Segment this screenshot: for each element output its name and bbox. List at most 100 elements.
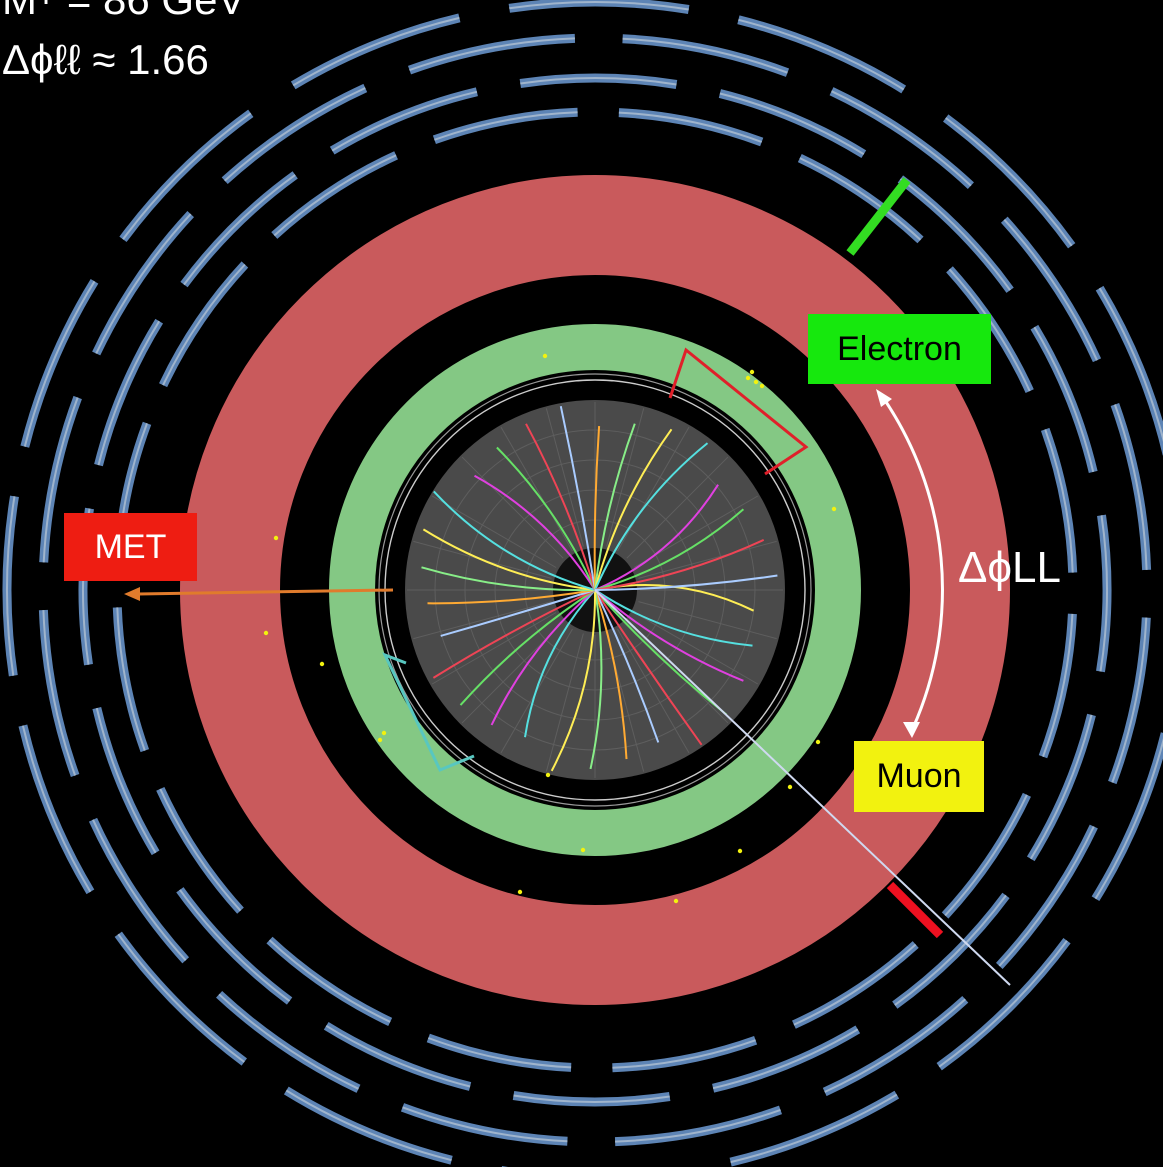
- charged-track: [474, 474, 596, 591]
- muon-chamber-segment-core: [162, 263, 246, 386]
- muon-chamber-segment-core: [622, 37, 788, 74]
- muon-chamber-segment-core: [95, 707, 157, 854]
- muon-chamber-segment-core: [21, 725, 92, 893]
- muon-chamber-segment-core: [938, 940, 1068, 1068]
- grid-spoke: [545, 408, 584, 547]
- delta-phi-label: ΔϕLL: [958, 543, 1061, 592]
- muon-chamber-segment-core: [1113, 404, 1148, 570]
- muon-chamber-segment-core: [285, 1089, 452, 1162]
- muon-chamber-segment-core: [1044, 429, 1074, 573]
- muon-chamber-segment-core: [894, 894, 1007, 1006]
- charged-track: [594, 589, 728, 716]
- energy-deposit: [545, 772, 551, 778]
- charged-track: [594, 428, 673, 591]
- charged-track: [459, 589, 596, 706]
- charged-track: [422, 528, 596, 591]
- grid-spoke: [617, 426, 690, 552]
- charged-track: [490, 589, 596, 726]
- muon-chamber-segment-core: [513, 1094, 670, 1103]
- muon-chamber-segment-core: [427, 1037, 572, 1069]
- muon-chamber-segment-core: [268, 939, 391, 1023]
- muon-chamber-segment-core: [325, 1024, 471, 1088]
- muon-chamber-segment-core: [331, 90, 478, 152]
- muon-tag: Muon: [854, 741, 984, 812]
- muon-chamber-segment-core: [793, 943, 917, 1026]
- muon-chamber-segment-core: [615, 1108, 781, 1143]
- muon-chamber-segment-core: [618, 111, 763, 143]
- muon-chamber-segment-core: [824, 998, 966, 1093]
- charged-track: [427, 589, 596, 605]
- muon-chamber-segment-core: [730, 1093, 898, 1164]
- muon-chamber-segment-core: [23, 280, 96, 447]
- charged-track: [594, 423, 636, 591]
- energy-deposit: [831, 506, 837, 512]
- muon-chamber-segment-core: [1111, 617, 1148, 783]
- muon-chamber-segment-core: [42, 610, 77, 776]
- charged-track: [559, 405, 596, 591]
- muon-cluster-outline: [382, 652, 475, 772]
- electron-tag: Electron: [808, 314, 991, 384]
- grid-spoke: [638, 540, 777, 579]
- charged-track: [525, 423, 596, 591]
- muon-chamber-segment-core: [116, 607, 146, 751]
- energy-deposit: [273, 535, 279, 541]
- muon-chamber-segment-core: [42, 397, 79, 563]
- charged-track: [594, 589, 744, 682]
- muon-chamber-segment-core: [218, 993, 359, 1090]
- energy-deposit: [759, 383, 765, 389]
- charged-track: [421, 566, 596, 592]
- charged-track: [594, 589, 753, 647]
- charged-track: [440, 589, 596, 637]
- muon-chamber-hit: [886, 881, 944, 939]
- muon-chamber-segment-core: [831, 90, 972, 187]
- grid-spoke: [638, 601, 777, 640]
- grid-spoke: [461, 456, 564, 559]
- muon-chamber-segment-core: [945, 117, 1073, 247]
- charged-track: [594, 538, 765, 591]
- muon-chamber-segment-core: [509, 1, 689, 11]
- muon-chamber-segment-core: [95, 213, 192, 354]
- energy-deposit: [753, 379, 759, 385]
- energy-deposit: [263, 630, 269, 636]
- grid-spoke: [606, 408, 645, 547]
- muon-chamber-segment-core: [1033, 326, 1095, 473]
- met-tag: MET: [64, 513, 197, 581]
- transverse-mass-label: Mᵀ = 86 GeV: [2, 0, 245, 24]
- muon-chamber-segment-core: [117, 933, 245, 1063]
- muon-chamber-segment-core: [97, 320, 161, 466]
- muon-chamber-segment-core: [712, 1028, 859, 1090]
- grid-spoke: [500, 426, 573, 552]
- muon-chamber-segment-core: [402, 1106, 568, 1143]
- muon-chamber-segment-core: [1094, 737, 1163, 900]
- muon-chamber-segment-core: [738, 18, 905, 91]
- charged-track: [550, 589, 597, 772]
- met-arrow: [137, 588, 394, 596]
- grid-spoke: [413, 601, 552, 640]
- grid-spoke: [545, 633, 584, 772]
- energy-deposit: [381, 730, 387, 736]
- muon-chamber-segment-core: [409, 37, 575, 72]
- muon-chamber-segment-core: [224, 87, 366, 182]
- muon-chamber-segment-core: [799, 157, 922, 241]
- energy-deposit: [787, 784, 793, 790]
- muon-chamber-segment-core: [273, 154, 397, 237]
- muon-track: [594, 589, 1011, 986]
- charged-track: [432, 589, 596, 679]
- delta-phi-arrowhead-top: [876, 389, 892, 407]
- grid-spoke: [633, 612, 759, 685]
- charged-tracks: [421, 405, 778, 772]
- muon-chamber-segment-core: [1042, 613, 1074, 758]
- charged-track: [524, 589, 596, 738]
- muon-chamber-segment-core: [6, 496, 16, 676]
- energy-deposit: [745, 375, 751, 381]
- energy-deposits: [263, 353, 837, 904]
- muon-chamber-segment-core: [92, 819, 187, 961]
- energy-deposit: [737, 848, 743, 854]
- delta-phi-arrowhead-bottom: [903, 722, 920, 738]
- energy-deposit: [517, 889, 523, 895]
- muon-chamber-segment-core: [292, 16, 460, 87]
- charged-track: [593, 426, 601, 591]
- electron-track-segment: [846, 177, 911, 256]
- muon-chamber-segment-core: [520, 77, 677, 86]
